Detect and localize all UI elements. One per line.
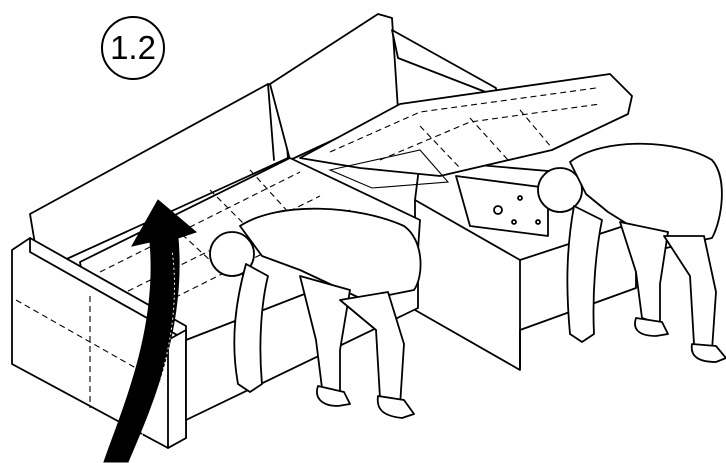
lift-arrow-icon bbox=[103, 199, 198, 463]
sofa-chaise-cushion-lifted bbox=[299, 73, 633, 189]
person-right bbox=[537, 142, 726, 363]
person-left bbox=[209, 207, 422, 419]
step-number-badge: 1.2 bbox=[101, 16, 165, 80]
